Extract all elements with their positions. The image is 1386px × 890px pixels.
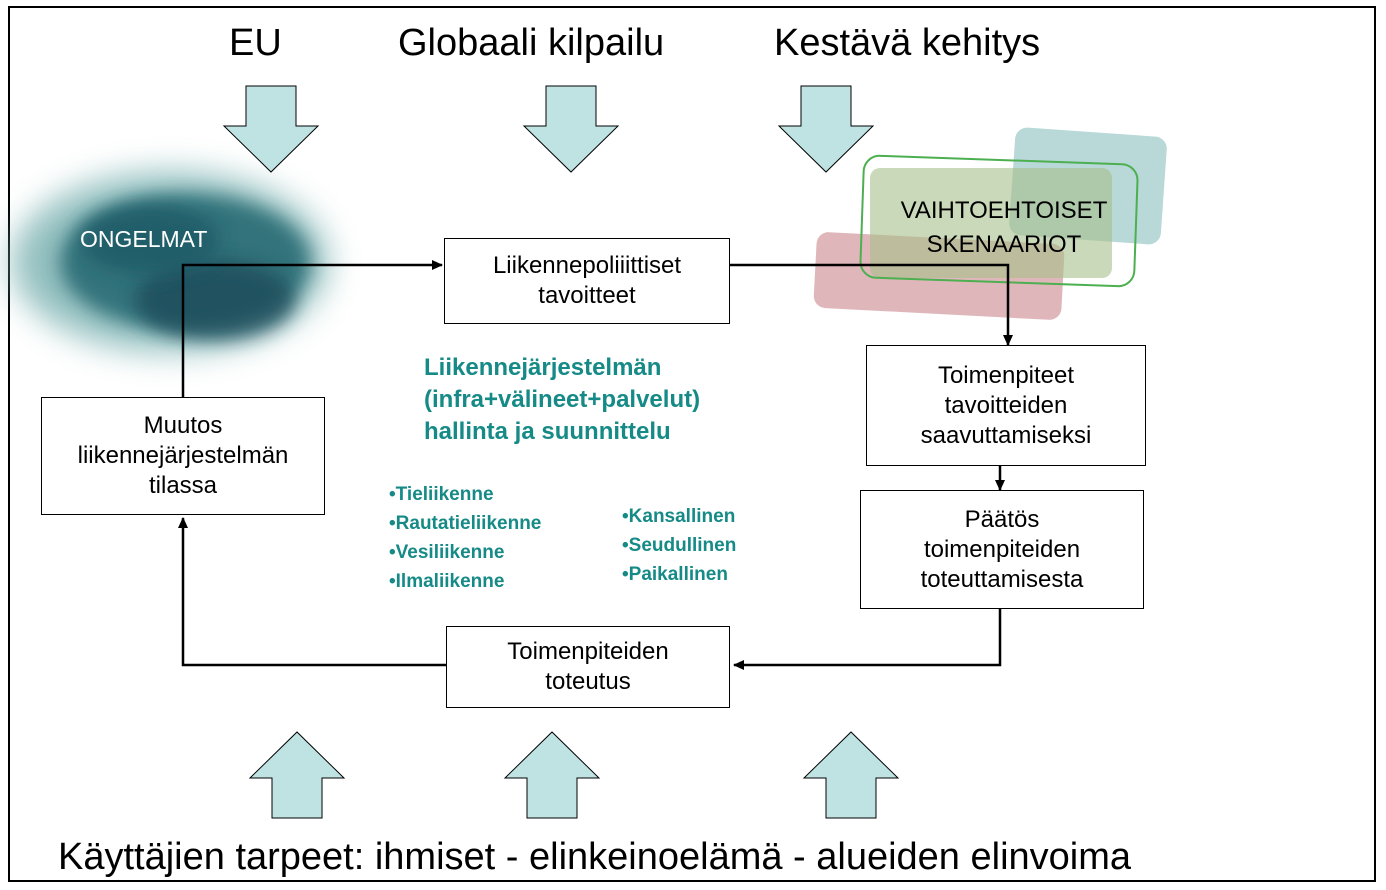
level-item: •Seudullinen — [622, 535, 737, 556]
kestava-kehitys-label: Kestävä kehitys — [774, 22, 1041, 64]
muutos-box: Muutos liikennejärjestelmän tilassa — [41, 397, 325, 515]
scenario-line-2: SKENAARIOT — [926, 231, 1082, 258]
center-heading: Liikennejärjestelmän (infra+välineet+pal… — [424, 352, 700, 448]
globaali-kilpailu-label: Globaali kilpailu — [398, 22, 665, 64]
mode-item: •Rautatieliikenne — [389, 513, 542, 534]
paatos-line-1: Päätös — [964, 505, 1040, 533]
level-item: •Kansallinen — [622, 506, 736, 527]
toimenpiteet-line-2: tavoitteiden — [944, 391, 1068, 419]
muutos-line-2: liikennejärjestelmän — [77, 442, 289, 469]
muutos-line-3: tilassa — [148, 472, 218, 499]
scenario-shapes — [813, 127, 1167, 320]
tavoitteet-line-1: Liikennepoliiittiset — [492, 252, 682, 279]
vaihtoehtoiset-skenaariot-label: VAIHTOEHTOISET SKENAARIOT — [868, 194, 1140, 262]
toimenpiteet-line-3: saavuttamiseksi — [920, 421, 1092, 449]
ongelmat-cloud — [12, 172, 328, 352]
kayttajien-tarpeet-label: Käyttäjien tarpeet: ihmiset - elinkeinoe… — [58, 836, 1132, 878]
toteutus-line-2: toteutus — [545, 668, 631, 695]
tavoitteet-line-2: tavoitteet — [538, 282, 636, 309]
center-heading-line-1: Liikennejärjestelmän — [424, 354, 662, 381]
toteutus-box: Toimenpiteiden toteutus — [446, 626, 730, 708]
toimenpiteet-line-1: Toimenpiteet — [937, 361, 1075, 389]
muutos-line-1: Muutos — [143, 412, 223, 439]
mode-item: •Ilmaliikenne — [389, 571, 505, 592]
connector-arrows — [178, 260, 1013, 670]
slide-frame — [8, 6, 1376, 882]
mode-list: •Tieliikenne •Rautatieliikenne •Vesiliik… — [389, 480, 541, 596]
center-heading-line-3: hallinta ja suunnittelu — [424, 418, 671, 445]
mode-item: •Tieliikenne — [389, 484, 494, 505]
down-arrows — [222, 85, 875, 173]
paatos-line-2: toimenpiteiden — [923, 535, 1081, 563]
level-item: •Paikallinen — [622, 564, 728, 585]
paatos-box: Päätös toimenpiteiden toteuttamisesta — [860, 490, 1144, 609]
toteutus-line-1: Toimenpiteiden — [507, 638, 669, 665]
level-list: •Kansallinen •Seudullinen •Paikallinen — [622, 502, 736, 589]
toimenpiteet-box: Toimenpiteet tavoitteiden saavuttamiseks… — [866, 345, 1146, 466]
scenario-line-1: VAIHTOEHTOISET — [900, 197, 1108, 224]
tavoitteet-box: Liikennepoliiittiset tavoitteet — [444, 238, 730, 324]
eu-label: EU — [229, 22, 282, 64]
up-arrows — [248, 731, 900, 819]
ongelmat-label: ONGELMAT — [80, 226, 208, 252]
paatos-line-3: toteuttamisesta — [920, 565, 1084, 593]
mode-item: •Vesiliikenne — [389, 542, 505, 563]
center-heading-line-2: (infra+välineet+palvelut) — [424, 386, 701, 413]
